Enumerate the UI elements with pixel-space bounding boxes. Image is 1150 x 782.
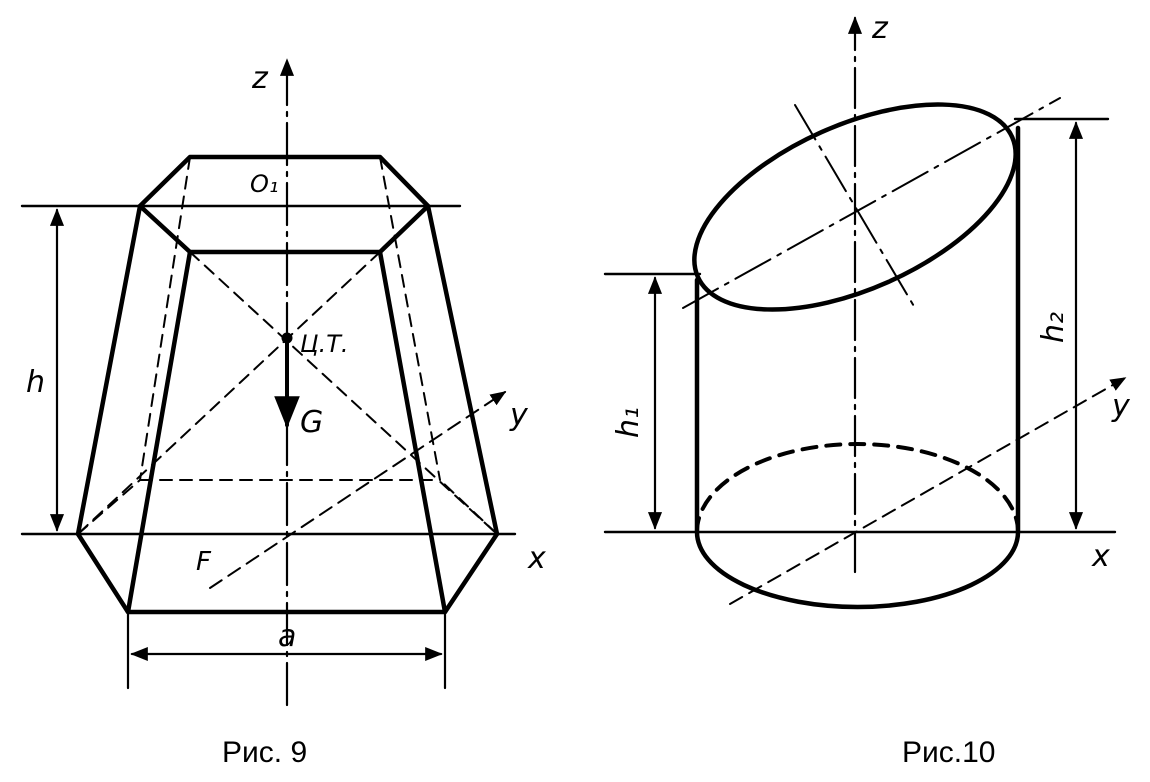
fig10-y-label: y [1111, 389, 1131, 424]
fig9-z-label: z [251, 61, 269, 96]
lateral-edge-right-outer [425, 203, 500, 537]
lateral-edge-left-outer [75, 203, 143, 537]
fig9-caption: Рис. 9 [222, 736, 307, 769]
fig9-o1-label: O₁ [250, 170, 279, 198]
fig9-ct-label: Ц.Т. [300, 330, 349, 358]
fig10-z-label: z [871, 11, 889, 46]
fig10-x-label: x [1091, 539, 1110, 574]
fig9-h-label: h [26, 365, 45, 400]
lateral-edge-left-front [125, 249, 193, 615]
fig9-g-label: G [300, 405, 323, 440]
fig9-y-label: y [509, 398, 529, 433]
bottom-face-front [75, 531, 500, 615]
lateral-edge-right-front [377, 249, 448, 615]
y-axis [209, 391, 507, 589]
fig9-f-label: F [196, 547, 212, 577]
hidden-edges [77, 156, 498, 535]
fig9-x-label: x [527, 541, 546, 576]
bottom-ellipse-front [694, 529, 1021, 610]
section-minor-axis [794, 104, 916, 309]
top-elliptical-section [692, 102, 1018, 312]
figure-10 [603, 16, 1127, 610]
figure-9 [20, 58, 517, 707]
fig10-h1-label: h₁ [611, 407, 646, 438]
fig10-h2-label: h₂ [1036, 312, 1071, 343]
y-axis [729, 377, 1127, 605]
fig9-a-label: a [278, 619, 296, 654]
fig10-caption: Рис.10 [902, 736, 995, 769]
section-major-axis [682, 97, 1061, 309]
bottom-ellipse-back [695, 442, 1020, 534]
